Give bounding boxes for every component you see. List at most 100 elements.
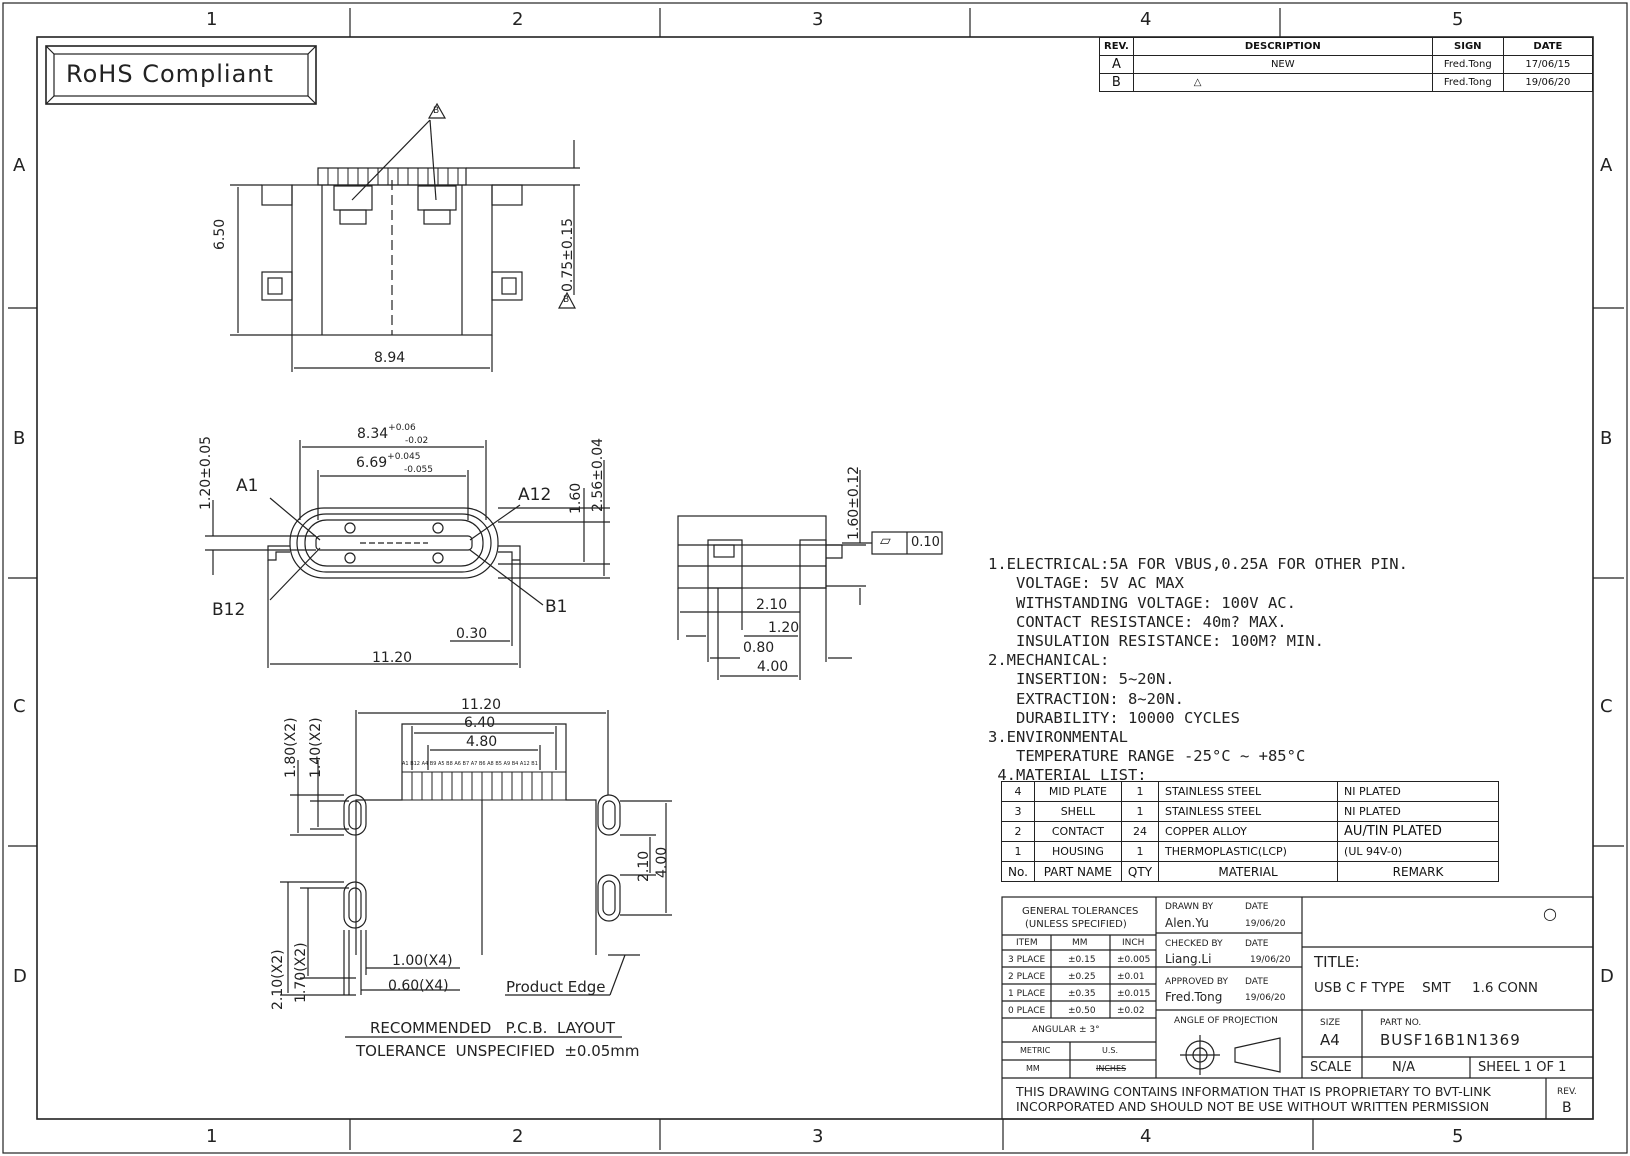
tol-cell: 1 PLACE [1008, 989, 1046, 999]
tol-header-mm: MM [1072, 938, 1088, 948]
material-cell: STAINLESS STEEL [1158, 801, 1339, 822]
zone-top-3: 3 [812, 9, 824, 30]
zone-bottom-5: 5 [1452, 1126, 1464, 1147]
material-cell: NI PLATED [1337, 801, 1499, 822]
zone-bottom-1: 1 [206, 1126, 218, 1147]
dim-pcb-left-bot-2: 1.70(X2) [293, 942, 309, 1003]
material-cell: STAINLESS STEEL [1158, 781, 1339, 802]
tol-cell: ±0.35 [1068, 989, 1096, 999]
note-line: DURABILITY: 10000 CYCLES [988, 708, 1240, 727]
material-header-cell: REMARK [1337, 861, 1499, 882]
dim-pcb-640: 6.40 [464, 715, 496, 731]
material-cell: AU/TIN PLATED [1337, 821, 1499, 842]
disclaimer-line-2: INCORPORATED AND SHOULD NOT BE USE WITHO… [1016, 1099, 1490, 1114]
title-label: TITLE: [1314, 953, 1360, 971]
dim-pcb-left-top-2: 1.40(X2) [308, 717, 324, 778]
rev-header-sign: SIGN [1431, 37, 1504, 56]
note-line: 3.ENVIRONMENTAL [988, 728, 1128, 747]
dim-front-outer-minus: -0.02 [405, 436, 429, 446]
title-circle-icon: ○ [1543, 904, 1557, 923]
spec-notes: 1.ELECTRICAL:5A FOR VBUS,0.25A FOR OTHER… [988, 536, 1408, 805]
material-cell: THERMOPLASTIC(LCP) [1158, 841, 1339, 862]
pin-label-b1: B1 [545, 597, 568, 617]
dim-pcb-right-mid-2: 4.00 [654, 846, 670, 878]
zone-right-d: D [1600, 966, 1614, 987]
material-row: 2 CONTACT 24 COPPER ALLOY AU/TIN PLATED [1001, 821, 1499, 842]
pin-label-b12: B12 [212, 600, 246, 620]
zone-right-a: A [1600, 155, 1613, 176]
material-cell: 2 [1001, 821, 1035, 842]
zone-left-b: B [13, 428, 26, 449]
dim-front-overall: 11.20 [372, 650, 413, 666]
angular-tolerance: ANGULAR ± 3° [1032, 1025, 1100, 1035]
rev-cell: B [1099, 73, 1134, 92]
material-cell: COPPER ALLOY [1158, 821, 1339, 842]
us-label: U.S. [1102, 1046, 1119, 1055]
dim-pcb-left-top-1: 1.80(X2) [283, 717, 299, 778]
dim-top-height: 6.50 [212, 218, 228, 250]
rev-header-date: DATE [1502, 37, 1594, 56]
note-line: 4.MATERIAL LIST: [988, 766, 1147, 785]
dim-front-inner-minus: -0.055 [404, 465, 434, 475]
tol-cell: ±0.15 [1068, 955, 1096, 965]
dim-pcb-480: 4.80 [466, 734, 498, 750]
note-line: EXTRACTION: 8~20N. [988, 689, 1184, 708]
note-line: TEMPERATURE RANGE -25°C ~ +85°C [988, 747, 1306, 766]
tol-cell: ±0.25 [1068, 972, 1096, 982]
material-row: 3 SHELL 1 STAINLESS STEEL NI PLATED [1001, 801, 1499, 822]
material-row: 1 HOUSING 1 THERMOPLASTIC(LCP) (UL 94V-0… [1001, 841, 1499, 862]
material-cell: MID PLATE [1033, 781, 1122, 802]
rev-tag-side: B [563, 295, 570, 305]
zone-top-1: 1 [206, 9, 218, 30]
rev-cell: A [1099, 55, 1134, 74]
flatness-symbol-icon: ▱ [880, 533, 891, 549]
approved-by-label: APPROVED BY [1165, 977, 1229, 987]
dim-pcb-left-bot-1: 2.10(X2) [270, 949, 286, 1010]
rev-header-rev: REV. [1099, 37, 1134, 56]
pin-label-a12: A12 [518, 485, 552, 505]
dim-pcb-overall: 11.20 [461, 697, 502, 713]
note-line: INSULATION RESISTANCE: 100M? MIN. [988, 632, 1324, 651]
dim-front-right-height: 2.56±0.04 [590, 437, 606, 512]
rev-tag-top: B [433, 106, 440, 116]
zone-top-5: 5 [1452, 9, 1464, 30]
dim-front-tail: 0.30 [456, 626, 488, 642]
material-header-cell: QTY [1120, 861, 1160, 882]
tol-cell: ±0.02 [1117, 1006, 1145, 1016]
rev-cell: 19/06/20 [1502, 73, 1594, 92]
rev-cell: 17/06/15 [1502, 55, 1594, 74]
scale-label: SCALE [1310, 1060, 1352, 1075]
rev-cell: Fred.Tong [1431, 73, 1504, 92]
note-line: INSERTION: 5~20N. [988, 670, 1175, 689]
tol-cell: ±0.015 [1117, 989, 1151, 999]
dim-front-outer: 8.34+0.06 [357, 423, 416, 442]
zone-right-c: C [1600, 696, 1613, 717]
material-cell: 1 [1120, 801, 1160, 822]
pin-label-a1: A1 [236, 476, 259, 496]
sheet-value: SHEEL 1 OF 1 [1478, 1060, 1567, 1075]
revision-table: REV. DESCRIPTION SIGN DATE A NEW Fred.To… [1099, 37, 1594, 92]
zone-left-a: A [13, 155, 26, 176]
material-cell: (UL 94V-0) [1337, 841, 1499, 862]
rev-b-triangle-icon: △ [1193, 77, 1202, 88]
material-cell: HOUSING [1033, 841, 1122, 862]
part-no-value: BUSF16B1N1369 [1380, 1031, 1521, 1049]
scale-value: N/A [1392, 1060, 1415, 1075]
disclaimer-line-1: THIS DRAWING CONTAINS INFORMATION THAT I… [1016, 1084, 1491, 1099]
approved-date: 19/06/20 [1245, 993, 1286, 1003]
projection-label: ANGLE OF PROJECTION [1174, 1016, 1278, 1026]
dim-side-d2: 1.20 [768, 620, 800, 636]
rev-cell: Fred.Tong [1431, 55, 1504, 74]
material-table: 4 MID PLATE 1 STAINLESS STEEL NI PLATED … [1001, 781, 1499, 882]
material-cell: NI PLATED [1337, 781, 1499, 802]
rohs-stamp: RoHS Compliant [66, 60, 274, 88]
tol-header-inch: INCH [1122, 938, 1145, 948]
dim-pcb-slot-1: 1.00(X4) [392, 953, 453, 969]
drawn-date-label: DATE [1245, 902, 1269, 912]
dim-side-height: 1.60±0.12 [846, 465, 862, 540]
dim-side-d3: 0.80 [743, 640, 775, 656]
inches-label: INCHES [1096, 1064, 1127, 1073]
drawn-date: 19/06/20 [1245, 919, 1286, 929]
dim-side-d4: 4.00 [757, 659, 789, 675]
material-cell: 24 [1120, 821, 1160, 842]
